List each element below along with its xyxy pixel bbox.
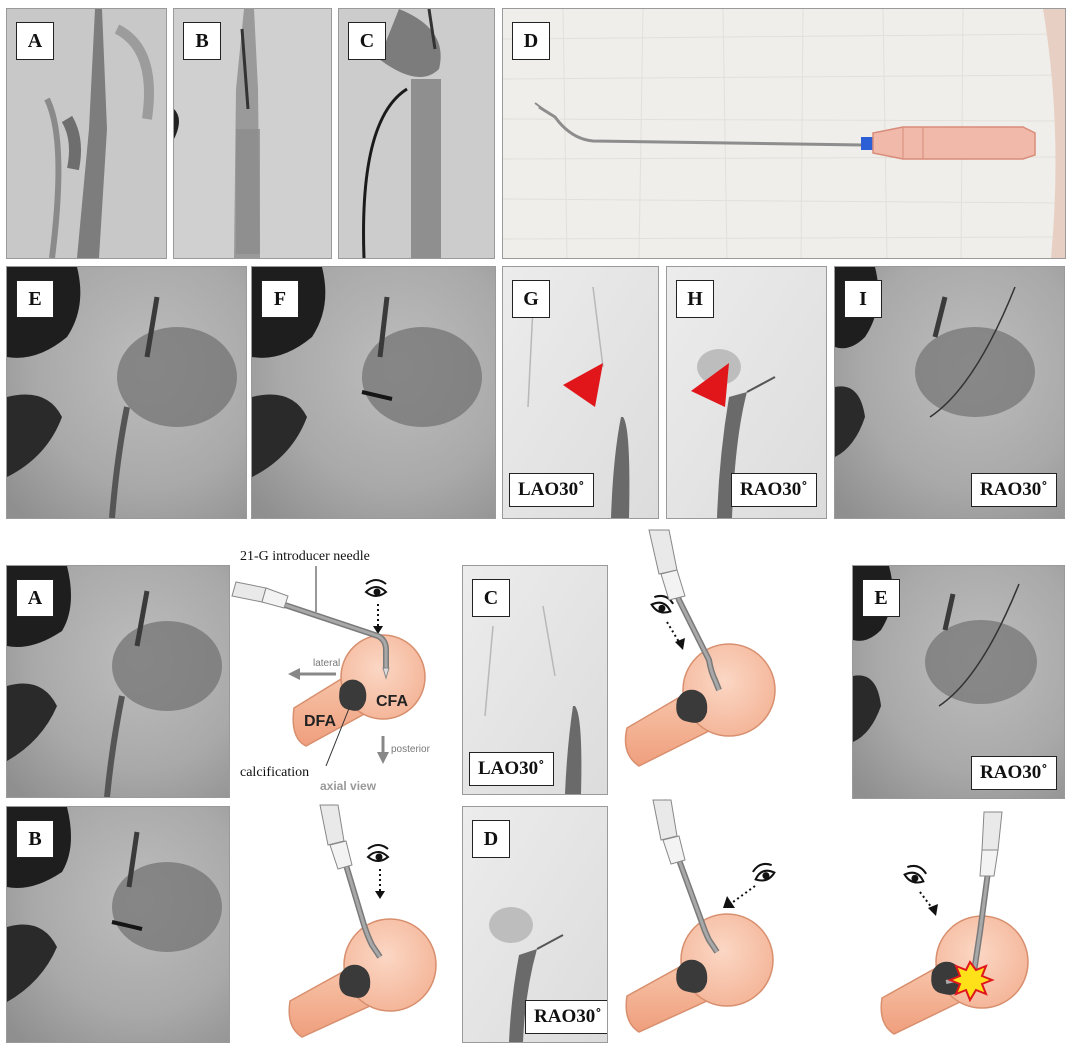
panel-letter: I — [844, 280, 882, 318]
panel-letter: C — [348, 22, 386, 60]
bottom-panel-b: B — [6, 806, 230, 1043]
view-angle-label: RAO30˚ — [731, 473, 817, 507]
introducer-needle — [231, 581, 390, 680]
eye-icon — [366, 844, 390, 862]
eye-icon — [650, 594, 674, 614]
schematic-b — [280, 804, 450, 1038]
eye-icon — [752, 862, 776, 882]
top-panel-g: G LAO30˚ — [502, 266, 659, 519]
view-angle-label: LAO30˚ — [509, 473, 594, 507]
view-angle-label: RAO30˚ — [971, 756, 1057, 790]
panel-letter: E — [862, 579, 900, 617]
eye-icon — [903, 864, 927, 884]
view-angle-label: RAO30˚ — [525, 1000, 607, 1034]
panel-letter: H — [676, 280, 714, 318]
calcification-label: calcification — [240, 765, 309, 780]
red-arrowhead — [563, 363, 603, 407]
bottom-panel-a: A — [6, 565, 230, 798]
top-panel-a: A — [6, 8, 167, 259]
panel-letter: A — [16, 22, 54, 60]
panel-letter: F — [261, 280, 299, 318]
panel-letter: E — [16, 280, 54, 318]
top-panel-b: B — [173, 8, 332, 259]
cfa-label: CFA — [376, 693, 408, 710]
bottom-panel-e: E RAO30˚ — [852, 565, 1065, 799]
axial-view-diagram: 21-G introducer needle CFA DFA — [228, 540, 458, 800]
calcification-mass — [339, 679, 367, 711]
top-panel-i: I RAO30˚ — [834, 266, 1065, 519]
panel-letter: B — [16, 820, 54, 858]
schematic-e — [870, 811, 1060, 1042]
dfa-label: DFA — [304, 713, 336, 730]
top-panel-c: C — [338, 8, 495, 259]
lateral-label: lateral — [313, 658, 340, 669]
bottom-panel-c: C LAO30˚ — [462, 565, 608, 795]
panel-letter: G — [512, 280, 550, 318]
top-panel-h: H RAO30˚ — [666, 266, 827, 519]
panel-letter: B — [183, 22, 221, 60]
posterior-label: posterior — [391, 744, 431, 755]
panel-letter: C — [472, 579, 510, 617]
panel-letter: A — [16, 579, 54, 617]
top-panel-d-photo: D — [502, 8, 1066, 259]
top-panel-f: F — [251, 266, 496, 519]
needle-label: 21-G introducer needle — [240, 549, 370, 564]
top-panel-e: E — [6, 266, 247, 519]
schematic-d — [615, 799, 800, 1035]
axial-view-label: axial view — [320, 779, 377, 793]
view-angle-label: LAO30˚ — [469, 752, 554, 786]
red-arrowhead — [691, 363, 729, 407]
eye-icon — [364, 579, 388, 597]
schematic-c — [615, 529, 790, 785]
bottom-panel-d: D RAO30˚ — [462, 806, 608, 1043]
panel-letter: D — [512, 22, 550, 60]
panel-letter: D — [472, 820, 510, 858]
puncture-burst-icon — [947, 960, 995, 1003]
view-angle-label: RAO30˚ — [971, 473, 1057, 507]
